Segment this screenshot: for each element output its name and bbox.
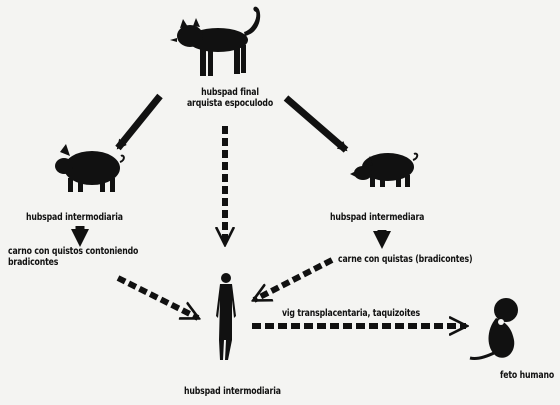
final-host-line2: arquista espoculodo bbox=[181, 98, 279, 109]
transplacental-label: vig transplacentaria, taquizoites bbox=[282, 308, 420, 319]
arrow-left-meat-to-human bbox=[118, 278, 198, 318]
pig-right-icon bbox=[350, 153, 417, 187]
meat-left-line2: bradicontes bbox=[8, 257, 138, 268]
meat-right-label: carne con quistas (bradicontes) bbox=[338, 254, 472, 265]
final-host-label: hubspad final arquista espoculodo bbox=[181, 87, 279, 109]
cat-icon bbox=[170, 7, 260, 76]
meat-left-label: carno con quistos contoniendo bradiconte… bbox=[8, 246, 138, 268]
human-figure-icon bbox=[216, 273, 236, 360]
final-host-line1: hubspad final bbox=[181, 87, 279, 98]
intermediate-right-label: hubspad intermediara bbox=[330, 212, 424, 223]
fetus-icon bbox=[470, 298, 518, 359]
human-host-label: hubspad intermodiaria bbox=[184, 386, 281, 397]
arrow-cat-to-right-pig bbox=[286, 98, 346, 150]
pig-left-icon bbox=[55, 144, 124, 192]
arrow-right-meat-to-human bbox=[254, 260, 332, 300]
fetus-label: feto humano bbox=[500, 370, 554, 381]
intermediate-left-label: hubspad intermodiaria bbox=[26, 212, 123, 223]
meat-left-line1: carno con quistos contoniendo bbox=[8, 246, 138, 257]
arrow-cat-to-left-pig bbox=[118, 96, 160, 148]
